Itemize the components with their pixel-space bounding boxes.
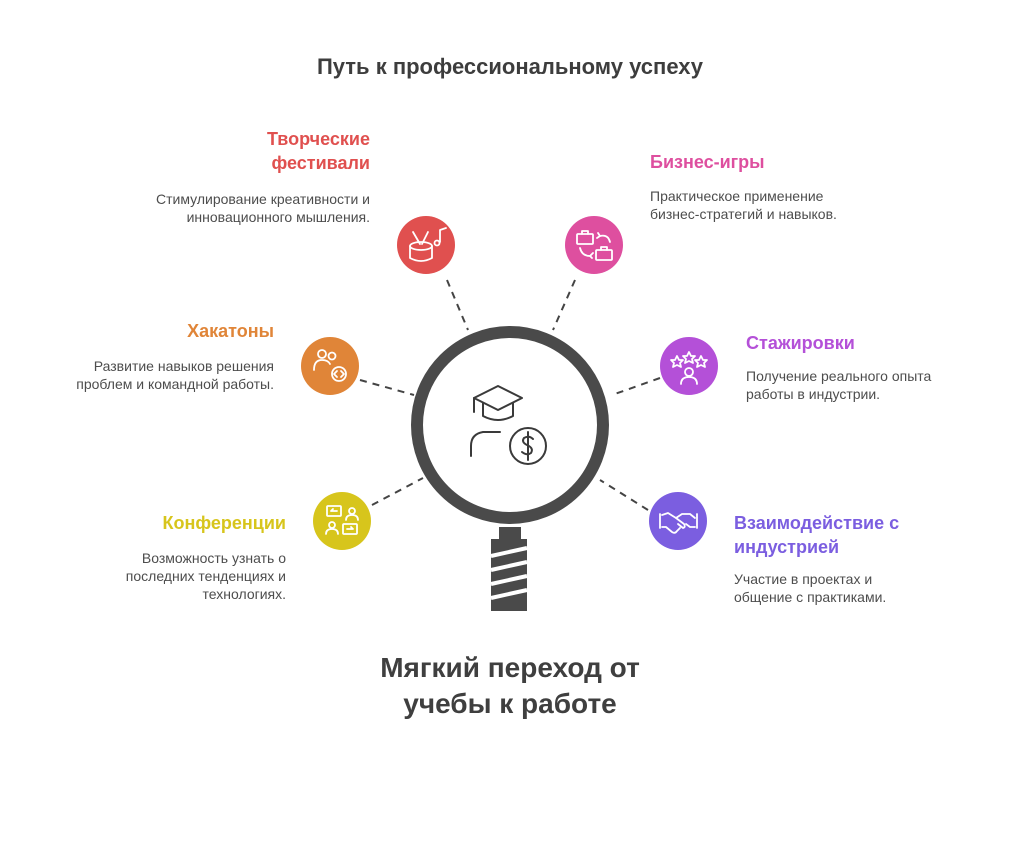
item-heading-hackathons: Хакатоны xyxy=(187,321,274,341)
drum-music-icon xyxy=(409,227,447,262)
center-label: Мягкий переход от учебы к работе xyxy=(380,652,640,719)
item-circle-conferences xyxy=(313,492,371,550)
connector-internships xyxy=(611,377,661,396)
item-circle-festivals xyxy=(397,216,455,274)
connector-festivals xyxy=(446,279,469,331)
connector-business-games xyxy=(552,279,576,331)
item-heading-internships: Стажировки xyxy=(746,333,855,353)
magnifier-lens xyxy=(411,326,609,524)
item-description-festivals: Стимулирование креативности и инновацион… xyxy=(156,191,370,225)
connectors xyxy=(359,279,661,511)
discussion-icon xyxy=(325,505,359,535)
item-circle-hackathons xyxy=(301,337,359,395)
connector-hackathons xyxy=(359,379,415,396)
item-description-hackathons: Развитие навыков решения проблем и коман… xyxy=(76,358,274,392)
team-code-icon xyxy=(313,349,347,382)
graduate-money-icon xyxy=(470,385,547,465)
connector-conferences xyxy=(371,477,424,506)
item-description-conferences: Возможность узнать о последних тенденция… xyxy=(125,550,286,602)
item-description-business-games: Практическое применение бизнес-стратегий… xyxy=(650,188,837,222)
person-stars-icon xyxy=(670,351,708,385)
item-circle-industry xyxy=(649,492,707,550)
handshake-icon xyxy=(659,512,698,534)
item-description-industry: Участие в проектах и общение с практикам… xyxy=(734,571,887,605)
page-title: Путь к профессиональному успеху xyxy=(316,54,704,79)
item-circle-business-games xyxy=(565,216,623,274)
connector-industry xyxy=(599,479,649,511)
item-heading-conferences: Конференции xyxy=(162,513,286,533)
item-heading-industry: Взаимодействие с индустрией xyxy=(734,513,900,557)
item-description-internships: Получение реального опыта работы в индус… xyxy=(746,368,932,402)
item-circle-internships xyxy=(660,337,718,395)
magnifier-handle xyxy=(490,527,528,611)
item-heading-business-games: Бизнес-игры xyxy=(650,152,765,172)
briefcase-exchange-icon xyxy=(576,230,613,261)
item-heading-festivals: Творческие фестивали xyxy=(267,129,370,173)
